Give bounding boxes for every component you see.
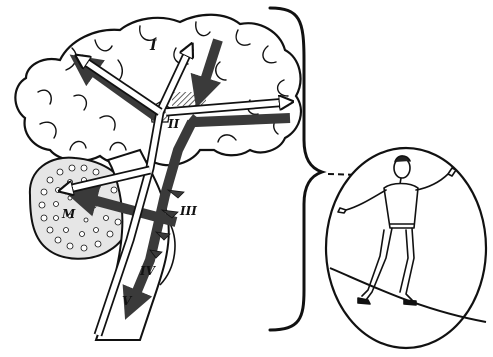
label-region-2: II — [167, 117, 180, 131]
label-region-m: M — [61, 207, 76, 221]
label-region-4: IV — [139, 264, 157, 278]
tightrope-inset — [326, 148, 486, 348]
dark-arrow-right — [190, 118, 290, 122]
label-region-3: III — [179, 204, 197, 218]
label-region-1: I — [149, 38, 157, 54]
